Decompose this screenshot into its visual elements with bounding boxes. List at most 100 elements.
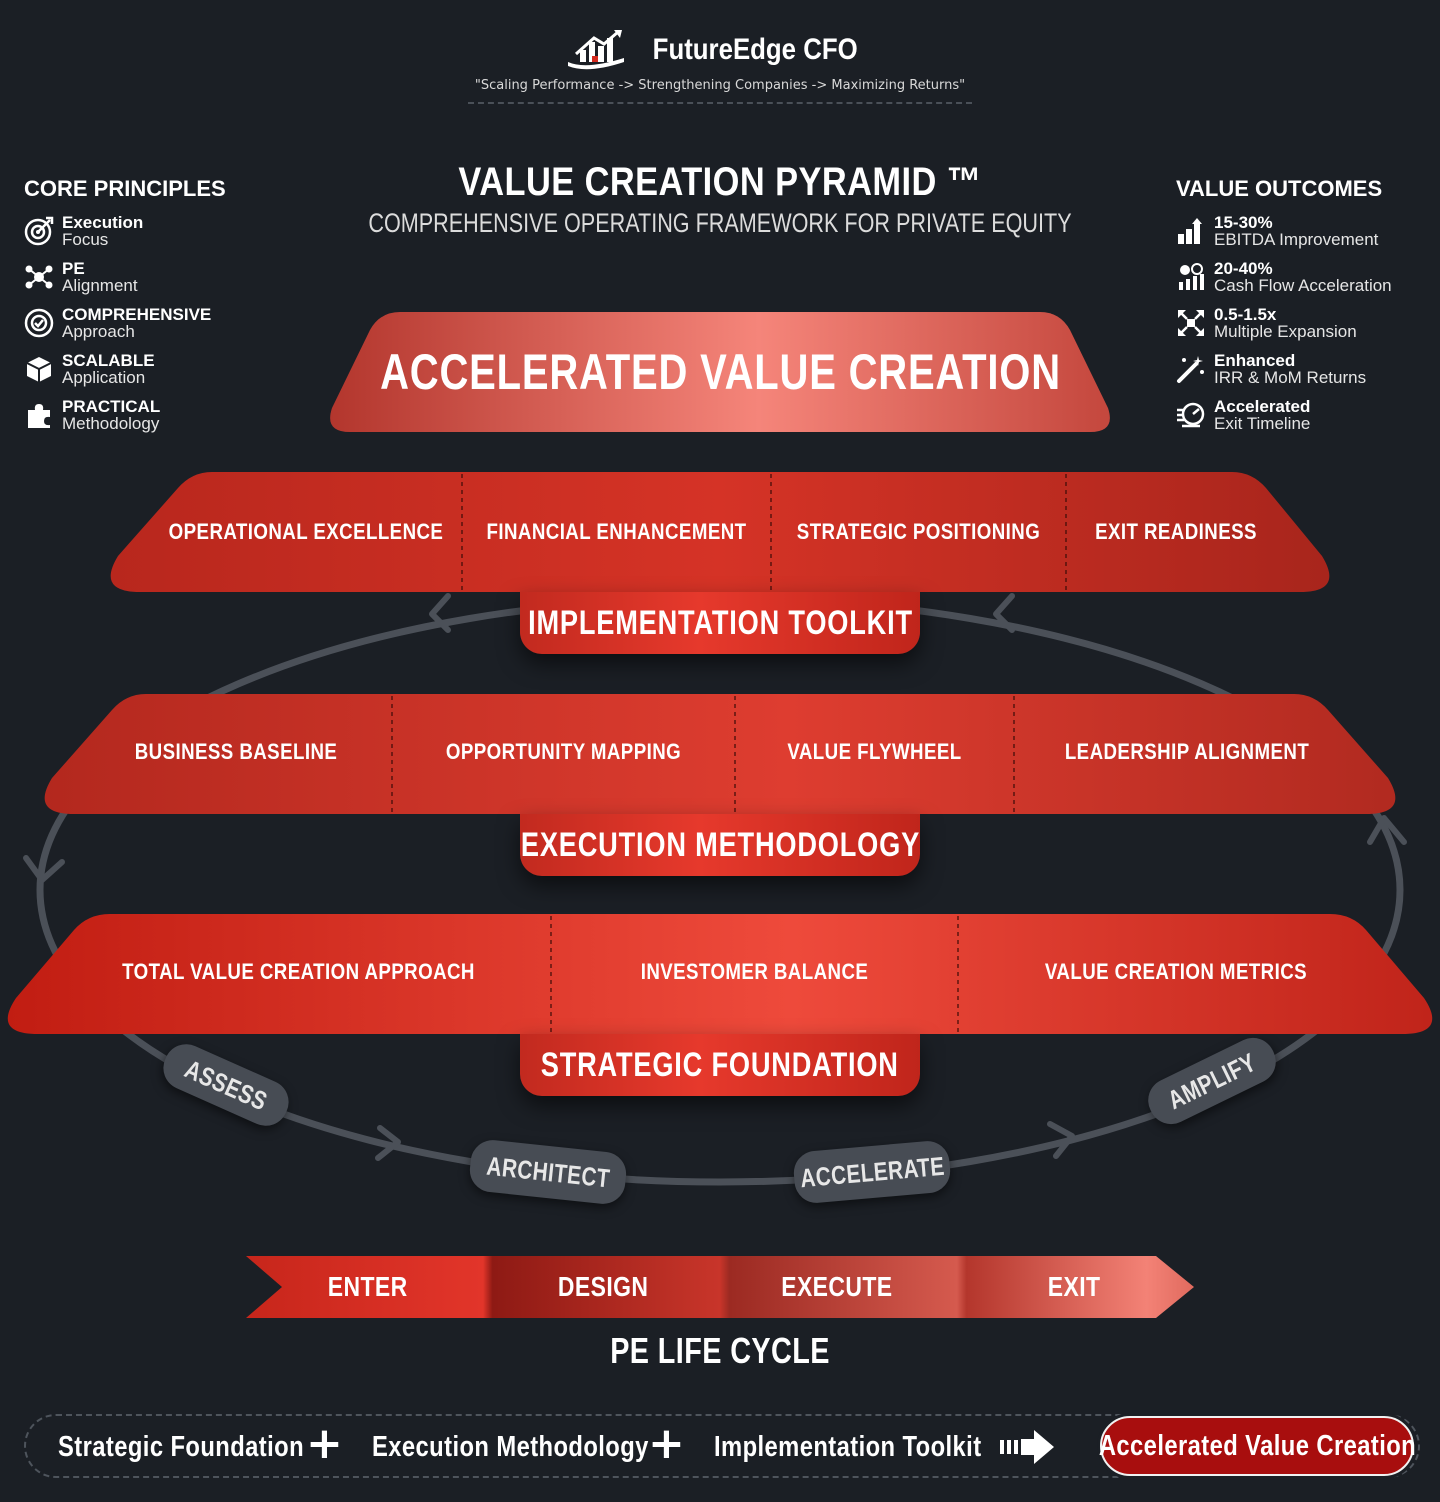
tagline: "Scaling Performance -> Strengthening Co…: [474, 78, 966, 93]
expand-icon: [1176, 308, 1206, 338]
lifecycle-phase-design: DESIGN: [486, 1256, 720, 1318]
stage-text: ACCELERATE: [798, 1150, 946, 1193]
formula-implementation-toolkit: Implementation Toolkit: [714, 1420, 1040, 1474]
lifecycle-phase-enter: ENTER: [250, 1256, 486, 1318]
gear-check-icon: [24, 308, 54, 338]
principle-line1: PRACTICAL: [62, 397, 161, 416]
pyramid-title: VALUE CREATION PYRAMID ™: [458, 160, 982, 204]
apex-text: ACCELERATED VALUE CREATION: [379, 344, 1061, 400]
value-outcomes-panel: VALUE OUTCOMES 15-30%EBITDA Improvement …: [1176, 176, 1436, 438]
tier1-cell-financial-enhancement: FINANCIAL ENHANCEMENT: [486, 519, 747, 544]
pyramid-subtitle: COMPREHENSIVE OPERATING FRAMEWORK FOR PR…: [368, 208, 1072, 238]
formula-result-badge: Accelerated Value Creation: [1098, 1416, 1416, 1476]
outcome-line2: Exit Timeline: [1214, 414, 1311, 433]
value-outcomes-title: VALUE OUTCOMES: [1176, 176, 1383, 201]
stage-text: ARCHITECT: [484, 1150, 612, 1193]
lifecycle-arrow-shape: [246, 1256, 1194, 1318]
tier2-shape: [44, 694, 1396, 814]
implementation-toolkit-label: IMPLEMENTATION TOOLKIT: [520, 592, 920, 654]
tier2-cell-value-flywheel: VALUE FLYWHEEL: [787, 739, 962, 764]
brand-header: FutureEdge CFO: [0, 24, 1440, 76]
apex-label: ACCELERATED VALUE CREATION: [330, 312, 1110, 432]
phase-text: DESIGN: [557, 1271, 649, 1302]
speed-icon: [1176, 400, 1206, 430]
formula-result-text: Accelerated Value Creation: [1098, 1429, 1416, 1462]
formula-text: Implementation Toolkit: [714, 1430, 982, 1463]
outcome-line1: 0.5-1.5x: [1214, 305, 1277, 324]
tier1-cell-operational-excellence: OPERATIONAL EXCELLENCE: [168, 519, 444, 544]
outcome-line1: Enhanced: [1214, 351, 1296, 370]
formula-bar: [24, 1414, 1420, 1478]
formula-arrow-icon: [1000, 1430, 1054, 1464]
tier2-cell-opportunity-mapping: OPPORTUNITY MAPPING: [445, 739, 682, 764]
tier1-shape: [110, 472, 1330, 592]
principle-line1: Execution: [62, 213, 144, 232]
phase-text: EXECUTE: [781, 1271, 893, 1302]
core-principles-title: CORE PRINCIPLES: [24, 176, 226, 201]
lifecycle-phase-exit: EXIT: [954, 1256, 1194, 1318]
magic-wand-icon: [1176, 354, 1206, 384]
outcome-item: 15-30%EBITDA Improvement: [1176, 208, 1436, 254]
cash-flow-icon: [1176, 262, 1206, 292]
tier3-cell-value-creation-metrics: VALUE CREATION METRICS: [1044, 959, 1308, 984]
tier1-cell-exit-readiness: EXIT READINESS: [1095, 519, 1257, 544]
outcome-line2: Cash Flow Acceleration: [1214, 276, 1392, 295]
principle-line1: COMPREHENSIVE: [62, 305, 212, 324]
formula-plus-1: +: [306, 1418, 343, 1469]
principle-line2: Focus: [62, 230, 109, 249]
brand-name: FutureEdge CFO: [652, 33, 858, 66]
formula-strategic-foundation: Strategic Foundation: [58, 1420, 358, 1474]
tier3-cell-investomer-balance: INVESTOMER BALANCE: [640, 959, 869, 984]
implementation-toolkit-text: IMPLEMENTATION TOOLKIT: [527, 603, 913, 642]
strategic-foundation-label: STRATEGIC FOUNDATION: [520, 1034, 920, 1096]
outcome-line2: Multiple Expansion: [1214, 322, 1357, 341]
tier2-cell-leadership-alignment: LEADERSHIP ALIGNMENT: [1064, 739, 1310, 764]
tier3-cell-total-value-creation-approach: TOTAL VALUE CREATION APPROACH: [122, 959, 475, 984]
execution-methodology-text: EXECUTION METHODOLOGY: [520, 825, 920, 864]
formula-plus-2: +: [648, 1418, 685, 1469]
lifecycle-phase-execute: EXECUTE: [720, 1256, 954, 1318]
target-icon: [24, 216, 54, 246]
bar-growth-icon: [1176, 216, 1206, 246]
principle-line2: Application: [62, 368, 146, 387]
outcome-line2: EBITDA Improvement: [1214, 230, 1379, 249]
tagline-divider: [468, 102, 972, 104]
cycle-arrowheads: [23, 593, 1407, 1161]
network-icon: [24, 262, 54, 292]
brand-logo-icon: [567, 30, 624, 70]
principle-line2: Methodology: [62, 414, 160, 433]
outcome-line1: 20-40%: [1214, 259, 1273, 278]
outcome-line2: IRR & MoM Returns: [1214, 368, 1367, 387]
phase-text: ENTER: [328, 1271, 408, 1302]
outcome-line1: 15-30%: [1214, 213, 1273, 232]
outcome-line1: Accelerated: [1214, 397, 1311, 416]
strategic-foundation-text: STRATEGIC FOUNDATION: [541, 1045, 899, 1084]
principle-line1: SCALABLE: [62, 351, 155, 370]
execution-methodology-label: EXECUTION METHODOLOGY: [520, 814, 920, 876]
principle-line1: PE: [62, 259, 85, 278]
outcome-item: 20-40%Cash Flow Acceleration: [1176, 254, 1436, 300]
principle-line2: Approach: [62, 322, 135, 341]
formula-text: Strategic Foundation: [58, 1430, 304, 1463]
apex-shape: [330, 312, 1110, 432]
cube-icon: [24, 354, 54, 384]
tier1-cell-strategic-positioning: STRATEGIC POSITIONING: [796, 519, 1041, 544]
tier3-shape: [7, 914, 1433, 1034]
phase-text: EXIT: [1047, 1271, 1101, 1302]
formula-text: Execution Methodology: [372, 1430, 649, 1463]
principle-line2: Alignment: [62, 276, 138, 295]
lifecycle-title: PE LIFE CYCLE: [610, 1330, 830, 1371]
tier2-cell-business-baseline: BUSINESS BASELINE: [134, 739, 338, 764]
puzzle-icon: [24, 400, 54, 430]
formula-execution-methodology: Execution Methodology: [372, 1420, 710, 1474]
